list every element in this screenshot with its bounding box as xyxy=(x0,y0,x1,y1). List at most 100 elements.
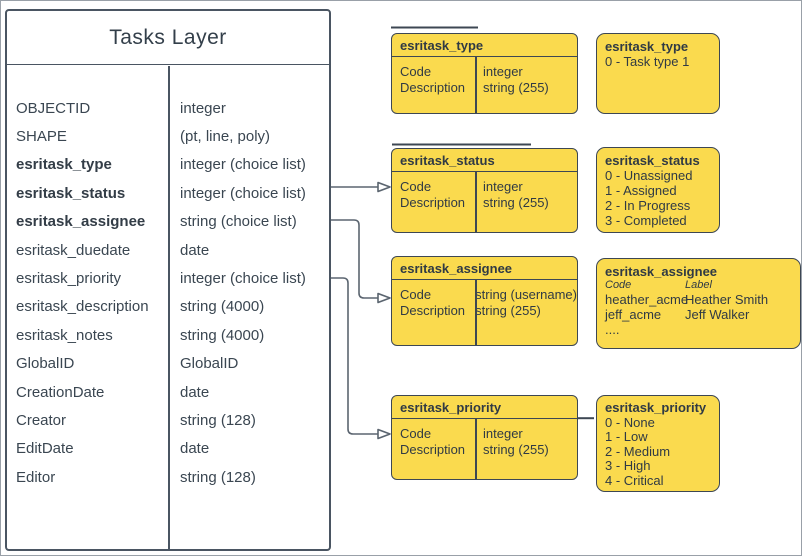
field-name: EditDate xyxy=(16,440,74,458)
domain-field-type: integer xyxy=(483,179,523,194)
domain-value: 0 - Task type 1 xyxy=(605,54,690,69)
divider xyxy=(475,280,477,345)
divider xyxy=(475,419,477,479)
assignee-column-headers: Code Label xyxy=(605,279,792,292)
assignee-ellipsis: .... xyxy=(605,322,620,337)
field-name: esritask_type xyxy=(16,156,112,174)
divider xyxy=(475,57,477,113)
domain-field: Description xyxy=(400,442,466,457)
domain-table-title: esritask_status xyxy=(392,149,577,172)
domain-table-esritask-priority: esritask_priority Code Description integ… xyxy=(391,395,578,480)
domain-values-esritask-priority: esritask_priority 0 - None 1 - Low 2 - M… xyxy=(596,395,720,492)
field-type: integer xyxy=(180,99,226,117)
assignee-col-label: Label xyxy=(685,279,712,291)
field-type: string (4000) xyxy=(180,326,265,344)
domain-value: 0 - None xyxy=(605,414,655,430)
field-name: Editor xyxy=(16,468,56,486)
field-type: integer (choice list) xyxy=(180,156,306,174)
domain-field-type: integer xyxy=(483,64,523,79)
domain-field-type: string (255) xyxy=(475,303,541,318)
domain-field-type: string (255) xyxy=(483,80,549,95)
connector-esritask-assignee xyxy=(331,219,378,299)
field-name: esritask_priority xyxy=(16,270,122,288)
domain-value: 2 - In Progress xyxy=(605,198,691,213)
field-name: esritask_duedate xyxy=(16,241,131,259)
domain-value: 3 - High xyxy=(605,458,651,473)
field-rows: OBJECTID integer SHAPE (pt, line, poly) es… xyxy=(7,94,329,491)
field-name: esritask_assignee xyxy=(16,213,146,231)
field-type: date xyxy=(180,440,210,458)
domain-values-esritask-status: esritask_status 0 - Unassigned 1 - Assig… xyxy=(596,147,720,233)
field-row: Editor string (128) xyxy=(7,463,329,491)
domain-table-esritask-assignee: esritask_assignee Code Description strin… xyxy=(391,256,578,346)
domain-field: Code xyxy=(400,426,432,441)
domain-field: Code xyxy=(400,287,432,302)
field-name: esritask_status xyxy=(16,184,126,202)
open-arrowhead-icon xyxy=(377,428,391,440)
field-row: OBJECTID integer xyxy=(7,94,329,122)
domain-value: 3 - Completed xyxy=(605,213,687,228)
field-type: string (128) xyxy=(180,468,256,486)
domain-value: 1 - Assigned xyxy=(605,183,677,198)
column-divider xyxy=(168,66,170,549)
field-row: EditDate date xyxy=(7,435,329,463)
field-row: CreationDate date xyxy=(7,378,329,406)
field-type: string (4000) xyxy=(180,298,265,316)
domain-value: 4 - Critical xyxy=(605,472,664,488)
field-type: (pt, line, poly) xyxy=(180,128,271,146)
field-row: esritask_type integer (choice list) xyxy=(7,151,329,179)
tasks-layer-body: OBJECTID integer SHAPE (pt, line, poly) es… xyxy=(7,66,329,549)
field-type: string (choice list) xyxy=(180,213,297,231)
field-name: OBJECTID xyxy=(16,99,91,117)
tasks-layer-title: Tasks Layer xyxy=(7,11,329,65)
domain-field: Description xyxy=(400,80,466,95)
domain-values-title: esritask_type xyxy=(605,39,689,54)
connector-esritask-priority xyxy=(331,277,378,435)
field-type: integer (choice list) xyxy=(180,184,306,202)
field-row: esritask_duedate date xyxy=(7,236,329,264)
domain-value: 0 - Unassigned xyxy=(605,168,693,183)
domain-values-title: esritask_status xyxy=(605,153,700,168)
domain-field-type: string (255) xyxy=(483,195,549,210)
field-row: esritask_status integer (choice list) xyxy=(7,179,329,207)
domain-field: Code xyxy=(400,64,432,79)
open-arrowhead-icon xyxy=(377,292,391,304)
field-name: Creator xyxy=(16,411,67,429)
assignee-row: heather_acme Heather Smith xyxy=(605,292,792,307)
field-type: date xyxy=(180,241,210,259)
domain-values-title: esritask_assignee xyxy=(605,264,718,279)
domain-field-type: string (255) xyxy=(483,442,549,457)
field-name: SHAPE xyxy=(16,128,67,146)
domain-values-esritask-assignee: esritask_assignee Code Label heather_acm… xyxy=(596,258,801,349)
domain-field: Description xyxy=(400,195,466,210)
domain-values-title: esritask_priority xyxy=(605,400,707,415)
domain-table-title: esritask_priority xyxy=(392,396,577,419)
assignee-col-code: Code xyxy=(605,279,632,291)
domain-table-title: esritask_type xyxy=(392,34,577,57)
domain-value: 1 - Low xyxy=(605,429,648,444)
tasks-layer-table: Tasks Layer OBJECTID integer SHAPE (pt, li… xyxy=(5,9,331,551)
field-name: GlobalID xyxy=(16,355,75,373)
domain-field-type: integer xyxy=(483,426,523,441)
field-row: esritask_description string (4000) xyxy=(7,293,329,321)
domain-field-type: string (username) xyxy=(475,287,577,302)
field-name: CreationDate xyxy=(16,383,105,401)
field-type: string (128) xyxy=(180,411,256,429)
field-type: date xyxy=(180,383,210,401)
assignee-label: Heather Smith xyxy=(685,292,769,307)
divider xyxy=(475,172,477,232)
domain-field: Description xyxy=(400,303,466,318)
domain-values-esritask-type: esritask_type 0 - Task type 1 xyxy=(596,33,720,114)
domain-field: Code xyxy=(400,179,432,194)
field-row: SHAPE (pt, line, poly) xyxy=(7,122,329,150)
domain-table-title: esritask_assignee xyxy=(392,257,577,280)
field-row: Creator string (128) xyxy=(7,406,329,434)
field-name: esritask_description xyxy=(16,298,149,316)
domain-value: 2 - Medium xyxy=(605,443,671,459)
domain-table-esritask-status: esritask_status Code Description integer… xyxy=(391,148,578,233)
assignee-code: jeff_acme xyxy=(605,307,662,322)
